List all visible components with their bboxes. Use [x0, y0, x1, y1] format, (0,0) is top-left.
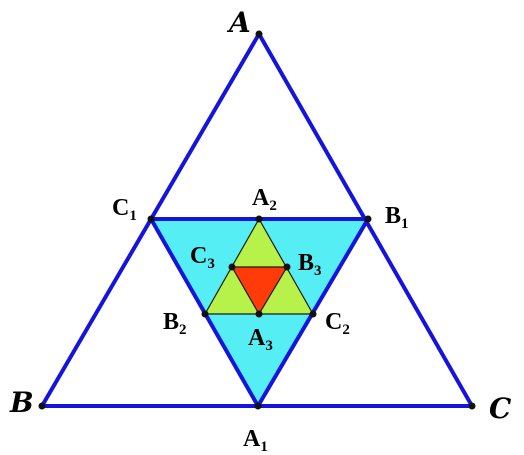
- label-a3-sub: 3: [265, 338, 273, 354]
- label-b3-sub: 3: [314, 263, 322, 279]
- label-a2-base: A: [252, 185, 270, 211]
- label-c1-sub: 1: [129, 208, 137, 224]
- label-c2-sub: 2: [342, 322, 350, 338]
- point-a3: [255, 310, 263, 318]
- triangle-a2-c3-b3: [232, 219, 287, 267]
- triangle-b3-a3-c2: [259, 267, 313, 314]
- point-a1: [254, 402, 262, 410]
- label-c2: C2: [325, 309, 350, 338]
- label-b1-sub: 1: [401, 216, 409, 232]
- label-a2: A2: [252, 185, 277, 214]
- point-b: [38, 402, 46, 410]
- label-c: C: [489, 392, 512, 425]
- label-b2: B2: [163, 309, 187, 338]
- point-c2: [309, 310, 317, 318]
- label-b1: B1: [385, 203, 409, 232]
- triangle-c3-b2-a3: [205, 267, 259, 314]
- triangle-a3b3c3-outline: [230, 266, 289, 316]
- point-b3: [283, 263, 291, 271]
- point-a2: [255, 215, 263, 223]
- label-c3-sub: 3: [207, 256, 215, 272]
- label-c3-base: C: [190, 243, 207, 269]
- label-b2-base: B: [163, 309, 179, 335]
- triangle-a3b3c3: [232, 267, 287, 314]
- label-a3: A3: [248, 325, 273, 354]
- label-a2-sub: 2: [269, 198, 277, 214]
- point-b1: [364, 215, 372, 223]
- point-c3: [228, 263, 236, 271]
- label-a3-base: A: [248, 325, 266, 351]
- label-b3-base: B: [298, 250, 314, 276]
- label-a1-base: A: [243, 426, 261, 452]
- label-b3: B3: [298, 250, 322, 279]
- label-c3: C3: [190, 243, 215, 272]
- label-b2-sub: 2: [179, 322, 187, 338]
- label-b1-base: B: [385, 203, 401, 229]
- label-c1-base: C: [112, 195, 129, 221]
- label-c2-base: C: [325, 309, 342, 335]
- label-a1: A1: [243, 426, 268, 455]
- point-c1: [147, 215, 155, 223]
- point-b2: [201, 310, 209, 318]
- label-a1-sub: 1: [260, 439, 268, 455]
- label-a: A: [226, 6, 251, 39]
- point-a: [255, 30, 263, 38]
- point-c: [468, 402, 476, 410]
- label-b: B: [9, 386, 34, 419]
- label-c1: C1: [112, 195, 137, 224]
